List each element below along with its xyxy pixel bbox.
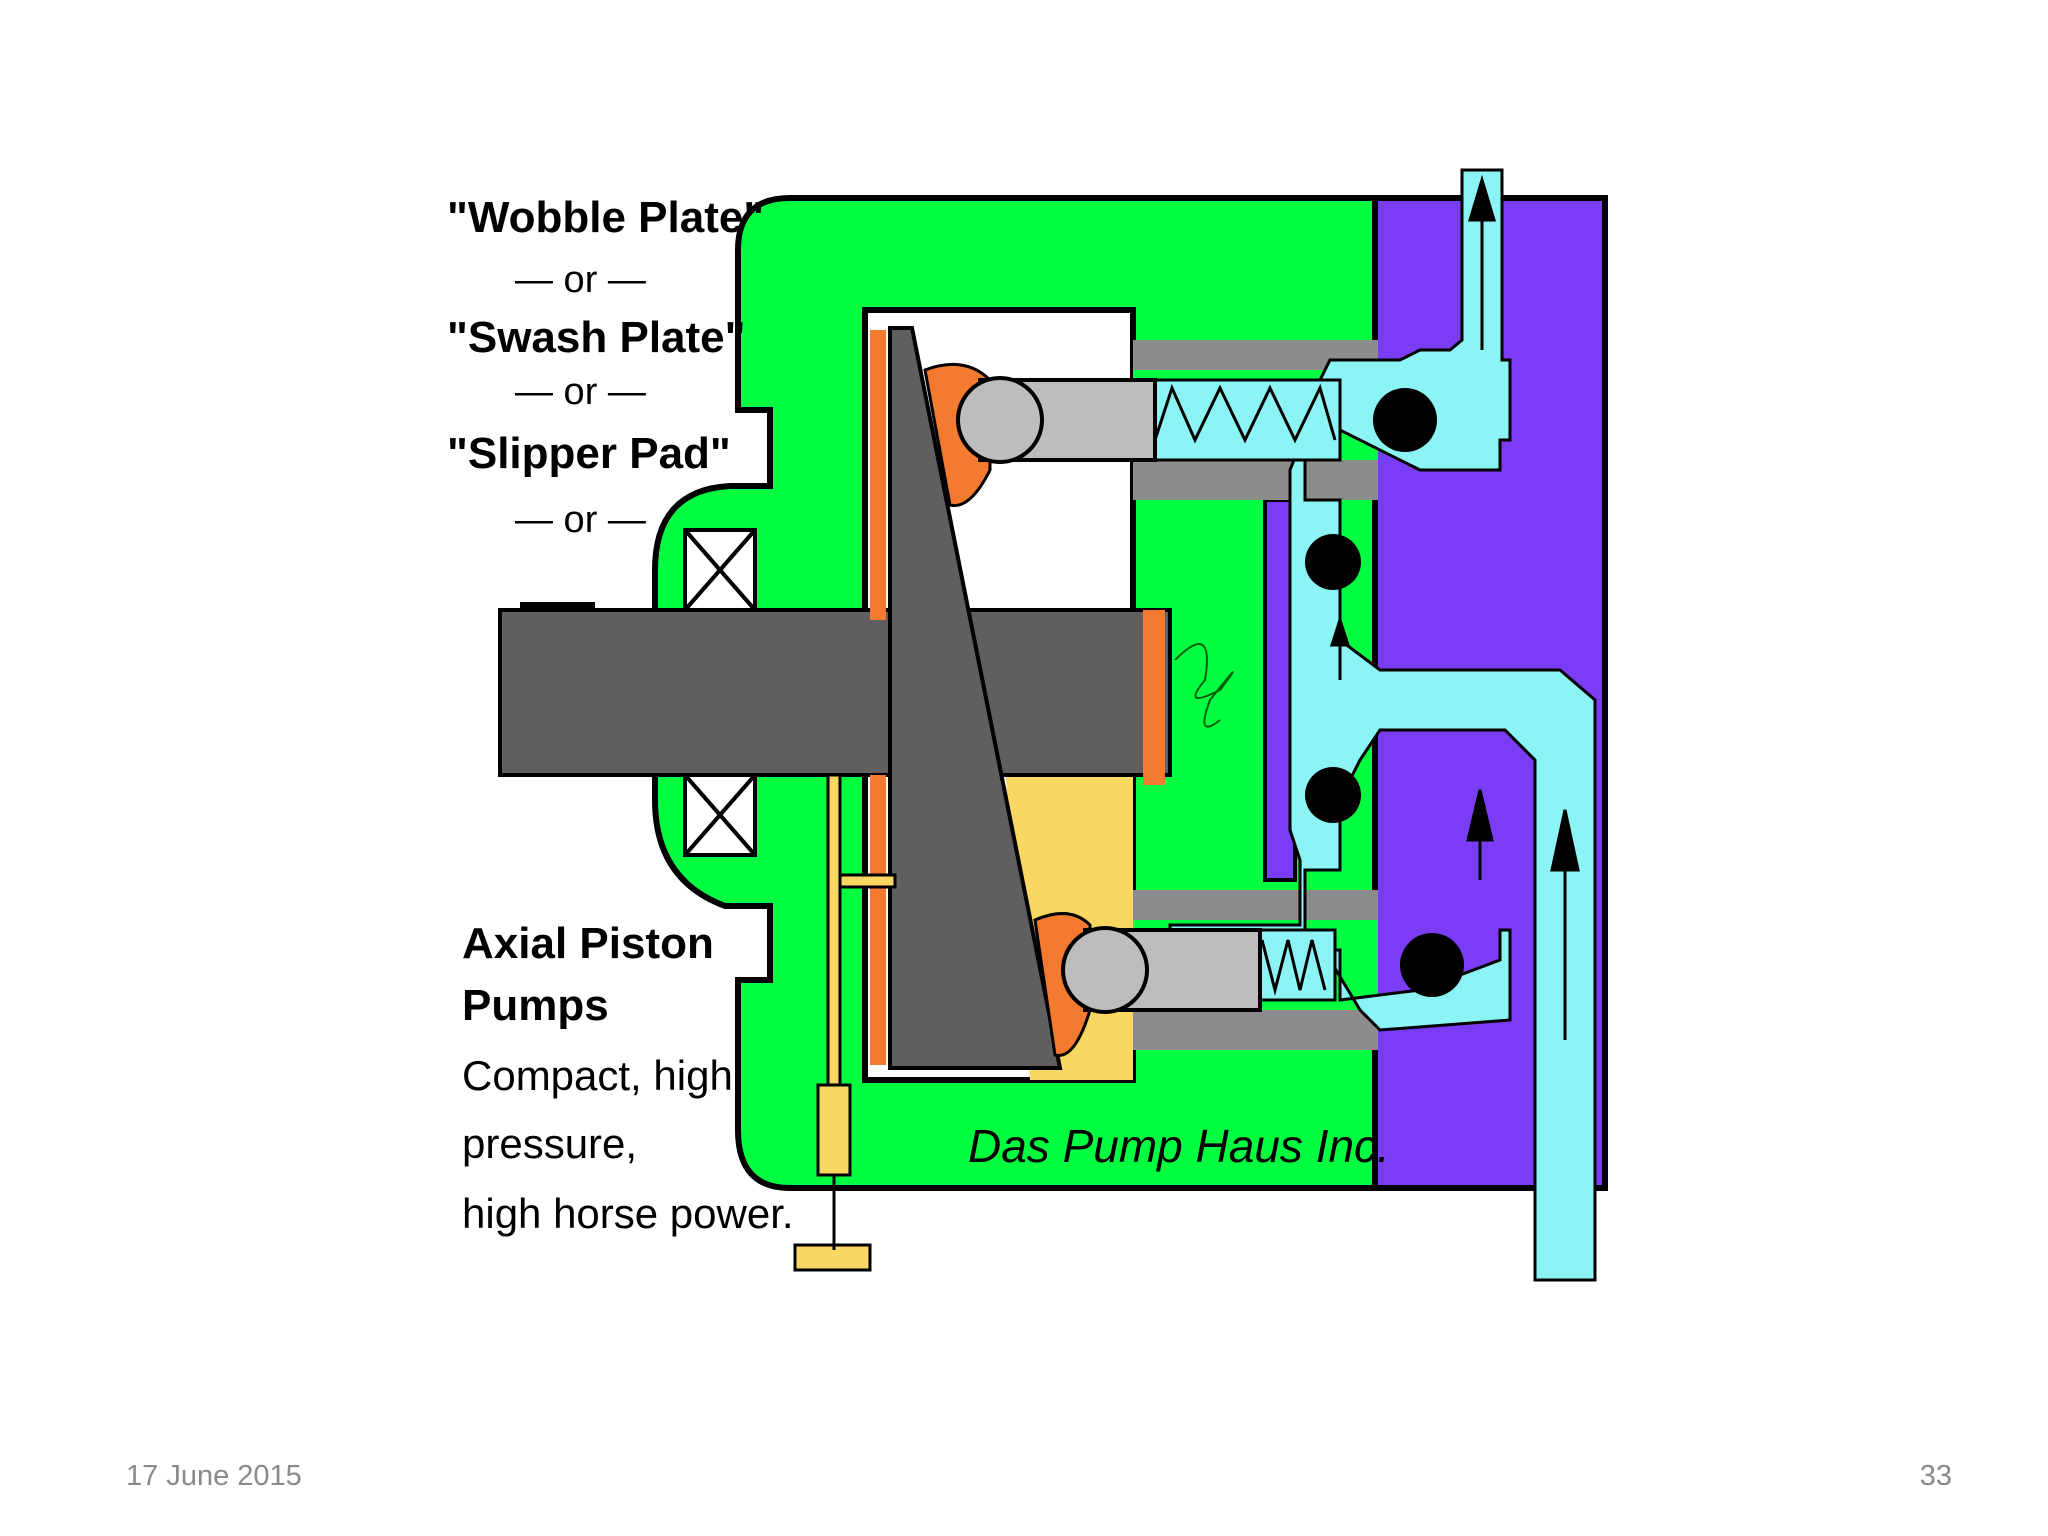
swash-plate — [888, 326, 1063, 1070]
label-desc-1: Compact, high — [462, 1052, 733, 1099]
lower-piston — [1061, 926, 1262, 1014]
upper-spring-chamber — [1148, 378, 1342, 462]
discharge-valve-ball-top — [1373, 388, 1437, 452]
upper-piston — [956, 376, 1157, 464]
slide-number: 33 — [1919, 1460, 1952, 1492]
label-wobble-plate: "Wobble Plate" — [447, 193, 764, 242]
label-axial-piston: Axial Piston — [462, 919, 714, 968]
credit-label: Das Pump Haus Inc. — [968, 1120, 1390, 1172]
label-or-1: — or — — [515, 259, 646, 301]
label-pumps: Pumps — [462, 981, 609, 1030]
discharge-valve-ball-bottom — [1400, 933, 1464, 997]
label-or-3: — or — — [515, 499, 646, 541]
label-desc-3: high horse power. — [462, 1190, 794, 1237]
inlet-valve-ball-top — [1305, 534, 1361, 590]
flow-arrows — [1329, 174, 1580, 1040]
label-swash-plate: "Swash Plate" — [447, 313, 746, 362]
drive-shaft — [498, 608, 1172, 777]
lower-bearing — [683, 773, 757, 857]
shaft-seal — [1143, 610, 1165, 785]
inlet-valve-ball-bottom — [1305, 767, 1361, 823]
shaft-end-spring — [1174, 643, 1234, 728]
footer-date: 17 June 2015 — [126, 1460, 302, 1492]
label-or-2: — or — — [515, 371, 646, 413]
label-slipper-pad: "Slipper Pad" — [447, 429, 731, 478]
upper-bearing — [683, 528, 757, 612]
lube-line — [793, 773, 897, 1272]
label-desc-2: pressure, — [462, 1120, 637, 1167]
upper-spring — [1153, 383, 1337, 444]
